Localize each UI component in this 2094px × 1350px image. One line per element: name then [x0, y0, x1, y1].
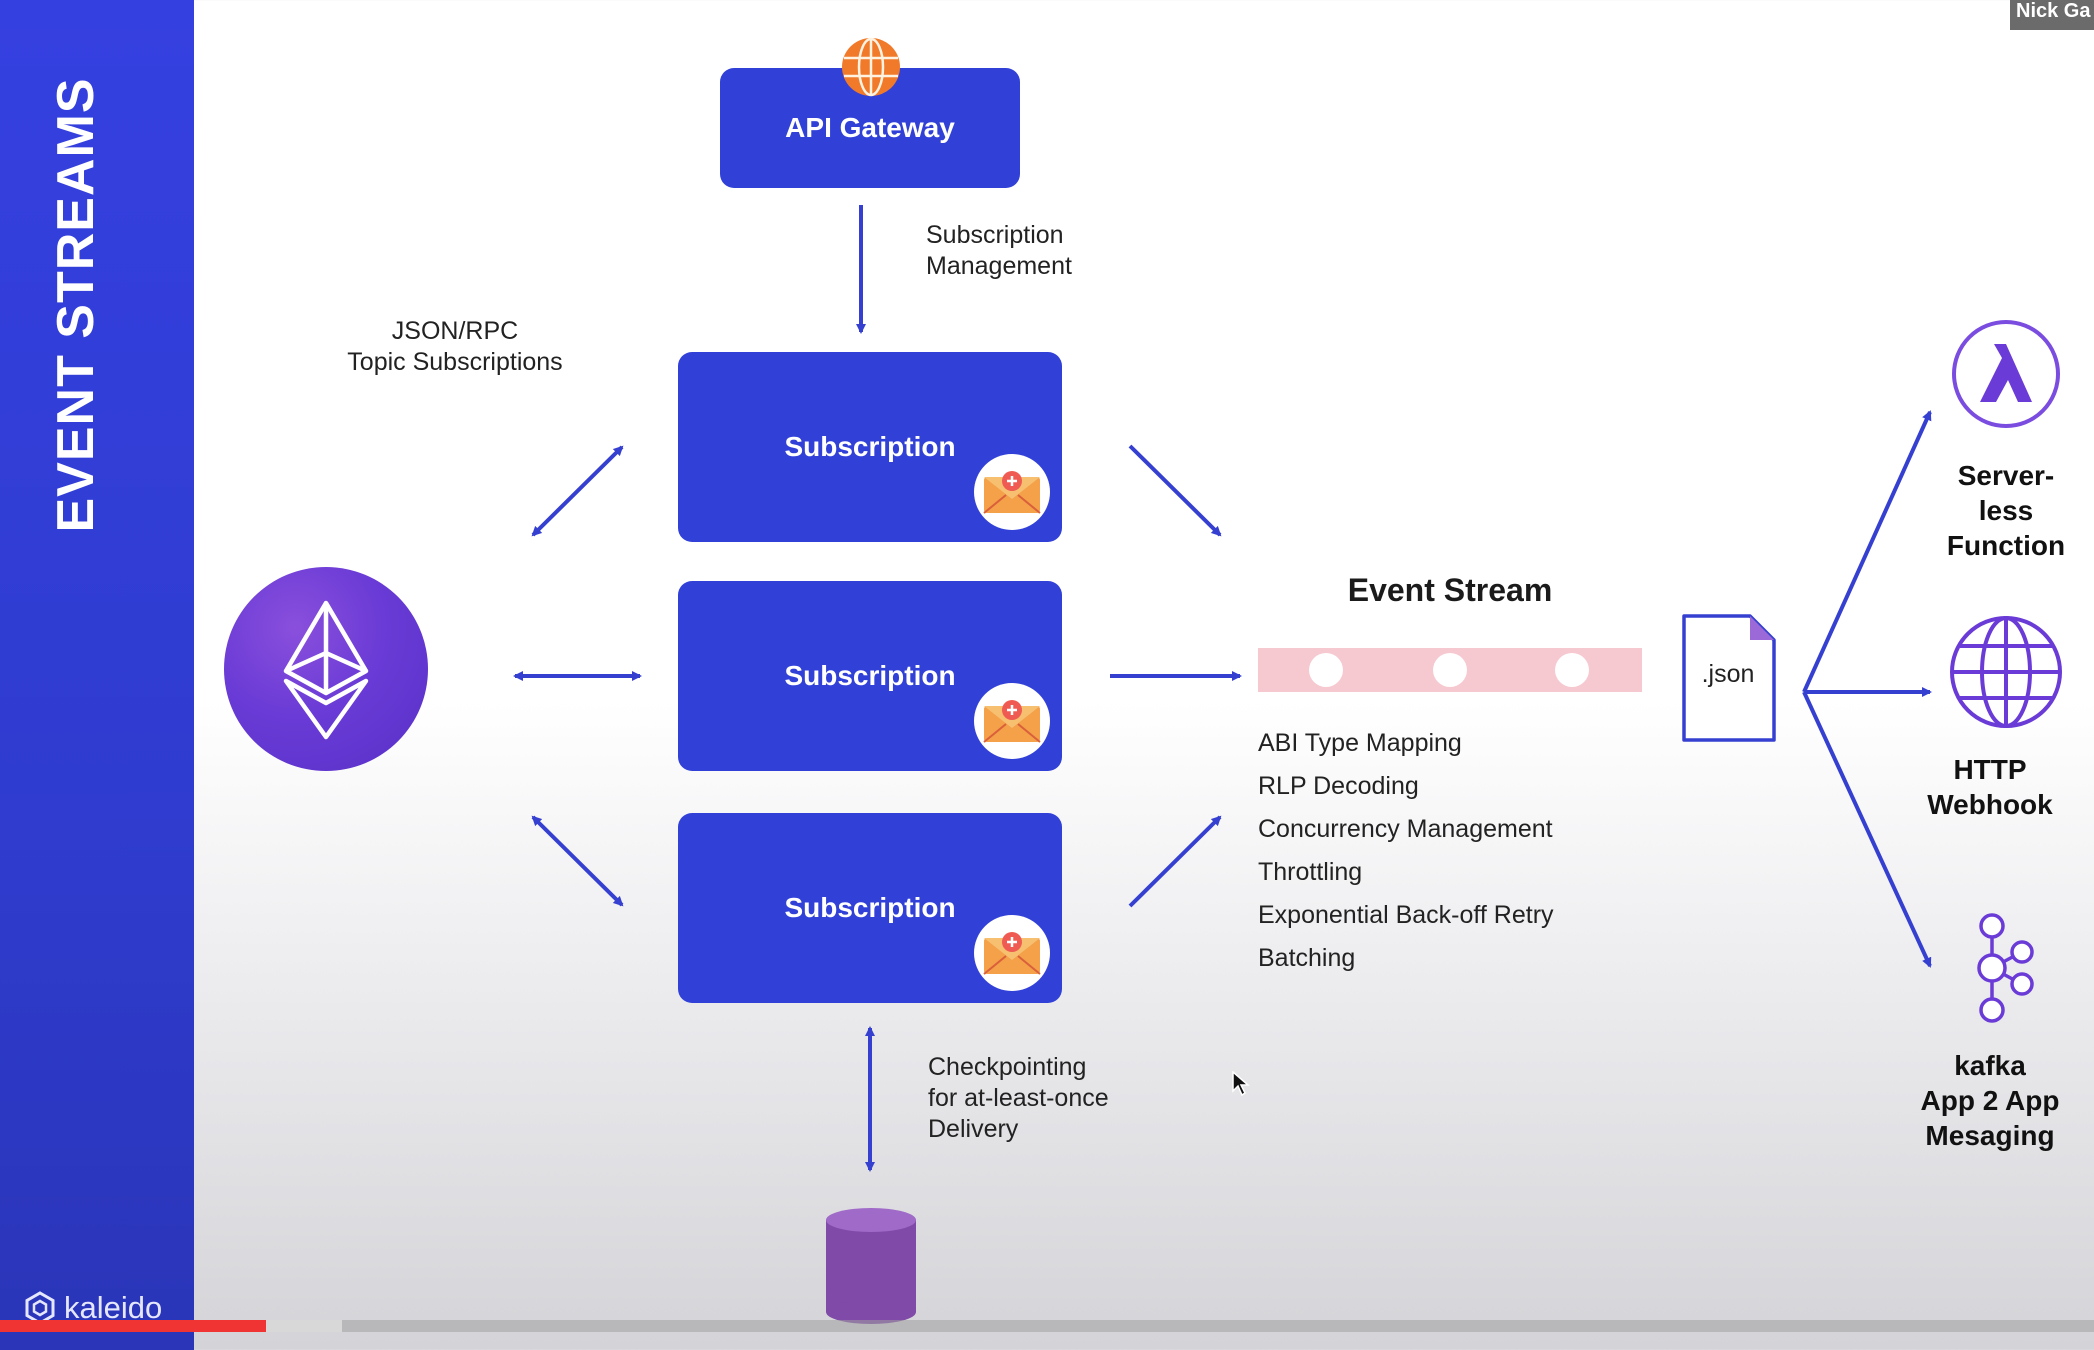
feature-item: ABI Type Mapping [1258, 729, 1462, 757]
arrow-json-to-kafka [1802, 691, 1932, 968]
envelope-badge [974, 683, 1050, 759]
json-file-icon [1682, 614, 1776, 742]
database-icon [826, 1208, 916, 1324]
target-serverless-label: Server- less Function [1946, 460, 2066, 561]
subscription-box: Subscription [678, 352, 1062, 542]
gateway-globe-icon [842, 37, 900, 97]
subscription-box: Subscription [678, 813, 1062, 1003]
ethereum-node [224, 567, 428, 771]
event-stream-bar [1258, 648, 1642, 692]
subscription-label: Subscription [784, 431, 956, 462]
kafka-icon [1977, 913, 2034, 1023]
envelope-badge [974, 454, 1050, 530]
stream-event-dot [1555, 653, 1589, 687]
feature-item: Exponential Back-off Retry [1258, 901, 1554, 929]
subscription-label: Subscription [784, 892, 956, 923]
arrow-eth-sub1 [531, 445, 624, 537]
ethereum-icon [283, 600, 369, 740]
presenter-name-tag: Nick Ga [2010, 0, 2094, 30]
feature-item: Batching [1258, 944, 1356, 972]
event-stream-features: ABI Type Mapping RLP Decoding Concurrenc… [1258, 722, 1554, 980]
envelope-icon [983, 700, 1041, 743]
lambda-icon [1952, 320, 2060, 428]
envelope-icon [983, 471, 1041, 514]
envelope-icon [983, 932, 1041, 975]
stream-event-dot [1309, 653, 1343, 687]
feature-item: Throttling [1258, 858, 1363, 886]
subscription-box: Subscription [678, 581, 1062, 771]
video-played-bar [0, 1320, 266, 1332]
feature-item: Concurrency Management [1258, 815, 1553, 843]
subscription-label: Subscription [784, 660, 956, 691]
api-gateway-label: API Gateway [785, 112, 955, 143]
arrow-eth-sub3 [531, 815, 624, 907]
arrow-sub3-to-stream [1128, 815, 1222, 908]
video-progress-bar[interactable] [0, 1320, 2094, 1332]
webhook-globe-icon [1950, 616, 2062, 728]
json-file-label: .json [1701, 660, 1755, 688]
kaleido-brand: kaleido [22, 1290, 162, 1326]
arrow-sub1-to-stream [1128, 444, 1222, 537]
target-kafka-label: kafka App 2 App Mesaging [1920, 1050, 2060, 1151]
event-stream-title: Event Stream [1347, 572, 1553, 608]
target-webhook-label: HTTP Webhook [1927, 754, 2053, 820]
brand-name: kaleido [64, 1290, 163, 1325]
arrow-json-to-serverless [1802, 410, 1932, 693]
mouse-cursor-icon [1232, 1071, 1250, 1097]
subscription-management-label: Subscription Management [926, 221, 1072, 280]
feature-item: RLP Decoding [1258, 772, 1419, 800]
sidebar: EVENT STREAMS kaleido [0, 0, 194, 1350]
stream-event-dot [1433, 653, 1467, 687]
json-rpc-label: JSON/RPC Topic Subscriptions [347, 317, 563, 376]
envelope-badge [974, 915, 1050, 991]
checkpointing-label: Checkpointing for at-least-once Delivery [928, 1053, 1109, 1143]
